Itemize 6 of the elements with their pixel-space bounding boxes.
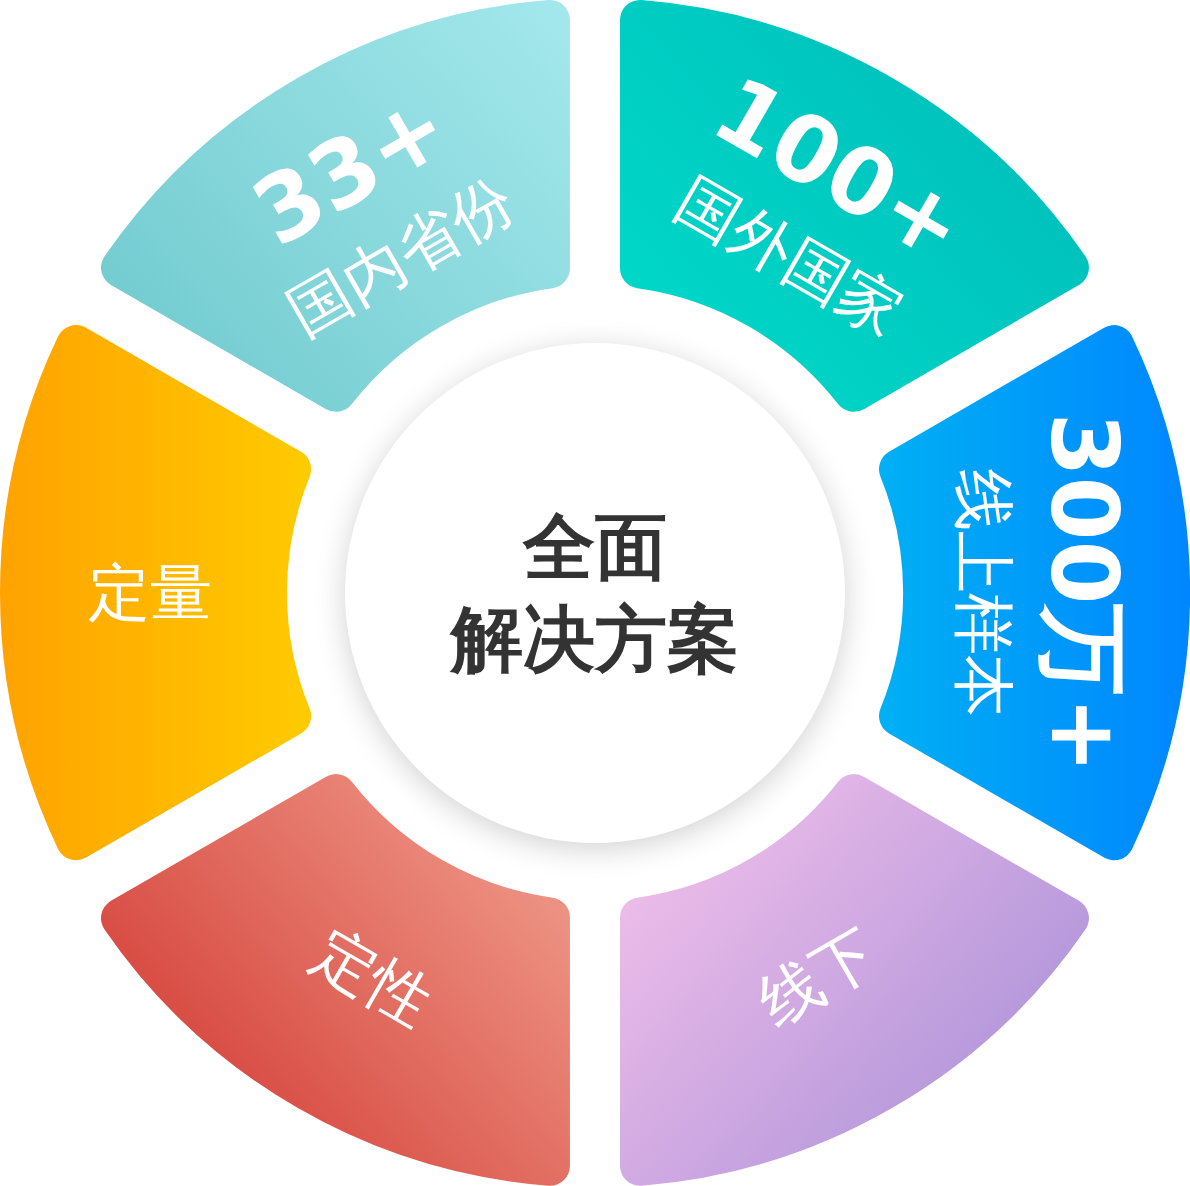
segment-label: 定性: [303, 920, 442, 1037]
center-label: 全面: [521, 511, 668, 583]
segment-label: 定量: [88, 562, 212, 624]
segment-label: 线上样本: [952, 469, 1014, 717]
segment-label: 线下: [748, 920, 887, 1037]
stat-number: 300万+: [1037, 412, 1129, 774]
